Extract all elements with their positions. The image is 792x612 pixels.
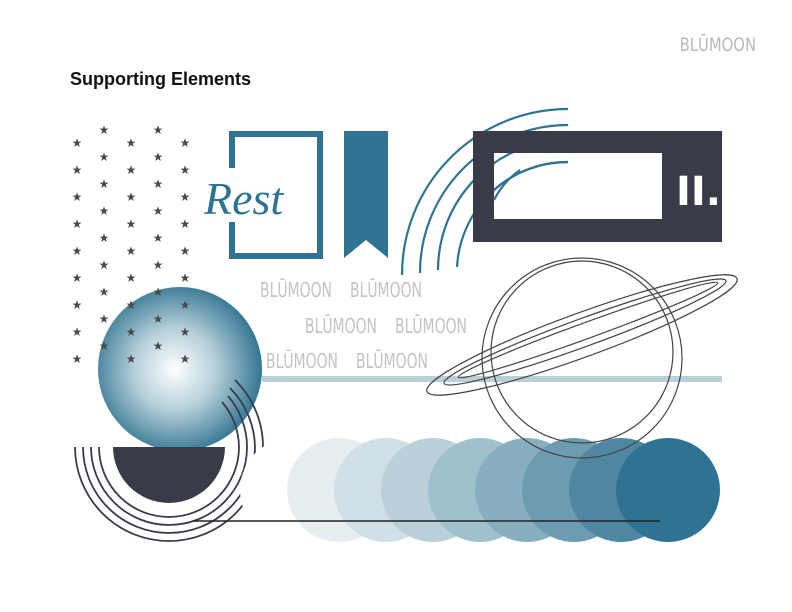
gradient-sphere [98, 287, 262, 451]
star-icon [72, 327, 82, 336]
color-step-circles [240, 438, 720, 542]
star-icon [153, 233, 163, 242]
planet-outline [426, 257, 738, 459]
star-icon [153, 206, 163, 215]
star-icon [72, 273, 82, 282]
star-icon [180, 273, 190, 282]
star-icon [126, 138, 136, 147]
star-icon [99, 179, 109, 188]
brand-logo: BLŪMOON [679, 34, 756, 56]
star-icon [126, 192, 136, 201]
wordmark-pattern-item: BLŪMOON [395, 314, 467, 338]
light-blue-bar [262, 376, 722, 382]
wordmark-pattern-item: BLŪMOON [350, 278, 422, 302]
star-icon [153, 125, 163, 134]
star-icon [99, 206, 109, 215]
star-icon [153, 260, 163, 269]
wordmark-pattern: BLŪMOON BLŪMOON BLŪMOON BLŪMOON BLŪMOON BLŪMO… [260, 278, 467, 373]
star-icon [99, 287, 109, 296]
star-icon [126, 219, 136, 228]
wordmark-pattern-item: BLŪMOON [260, 278, 332, 302]
star-icon [72, 138, 82, 147]
star-icon [72, 246, 82, 255]
star-icon [153, 152, 163, 161]
star-icon [99, 233, 109, 242]
star-icon [72, 192, 82, 201]
star-icon [180, 219, 190, 228]
star-icon [126, 165, 136, 174]
star-icon [126, 246, 136, 255]
wordmark-pattern-item: BLŪMOON [356, 349, 428, 373]
star-icon [153, 179, 163, 188]
star-icon [72, 300, 82, 309]
moon-rings [74, 379, 264, 542]
page-title: Supporting Elements [70, 69, 252, 89]
rest-frame: Rest [203, 131, 323, 259]
color-step-circle [616, 438, 720, 542]
bookmark-ribbon [344, 131, 388, 258]
star-icon [180, 192, 190, 201]
star-icon [99, 152, 109, 161]
section-label-box: II. [473, 131, 722, 242]
star-icon [126, 273, 136, 282]
wordmark-pattern-item: BLŪMOON [305, 314, 377, 338]
star-icon [99, 314, 109, 323]
star-icon [180, 165, 190, 174]
star-icon [99, 125, 109, 134]
star-icon [72, 354, 82, 363]
star-icon [72, 219, 82, 228]
wordmark-pattern-item: BLŪMOON [266, 349, 338, 373]
star-icon [72, 165, 82, 174]
star-icon [180, 138, 190, 147]
star-icon [180, 246, 190, 255]
rest-script: Rest [203, 173, 284, 224]
star-icon [99, 260, 109, 269]
half-moon [113, 447, 225, 503]
section-numeral: II. [676, 169, 721, 215]
